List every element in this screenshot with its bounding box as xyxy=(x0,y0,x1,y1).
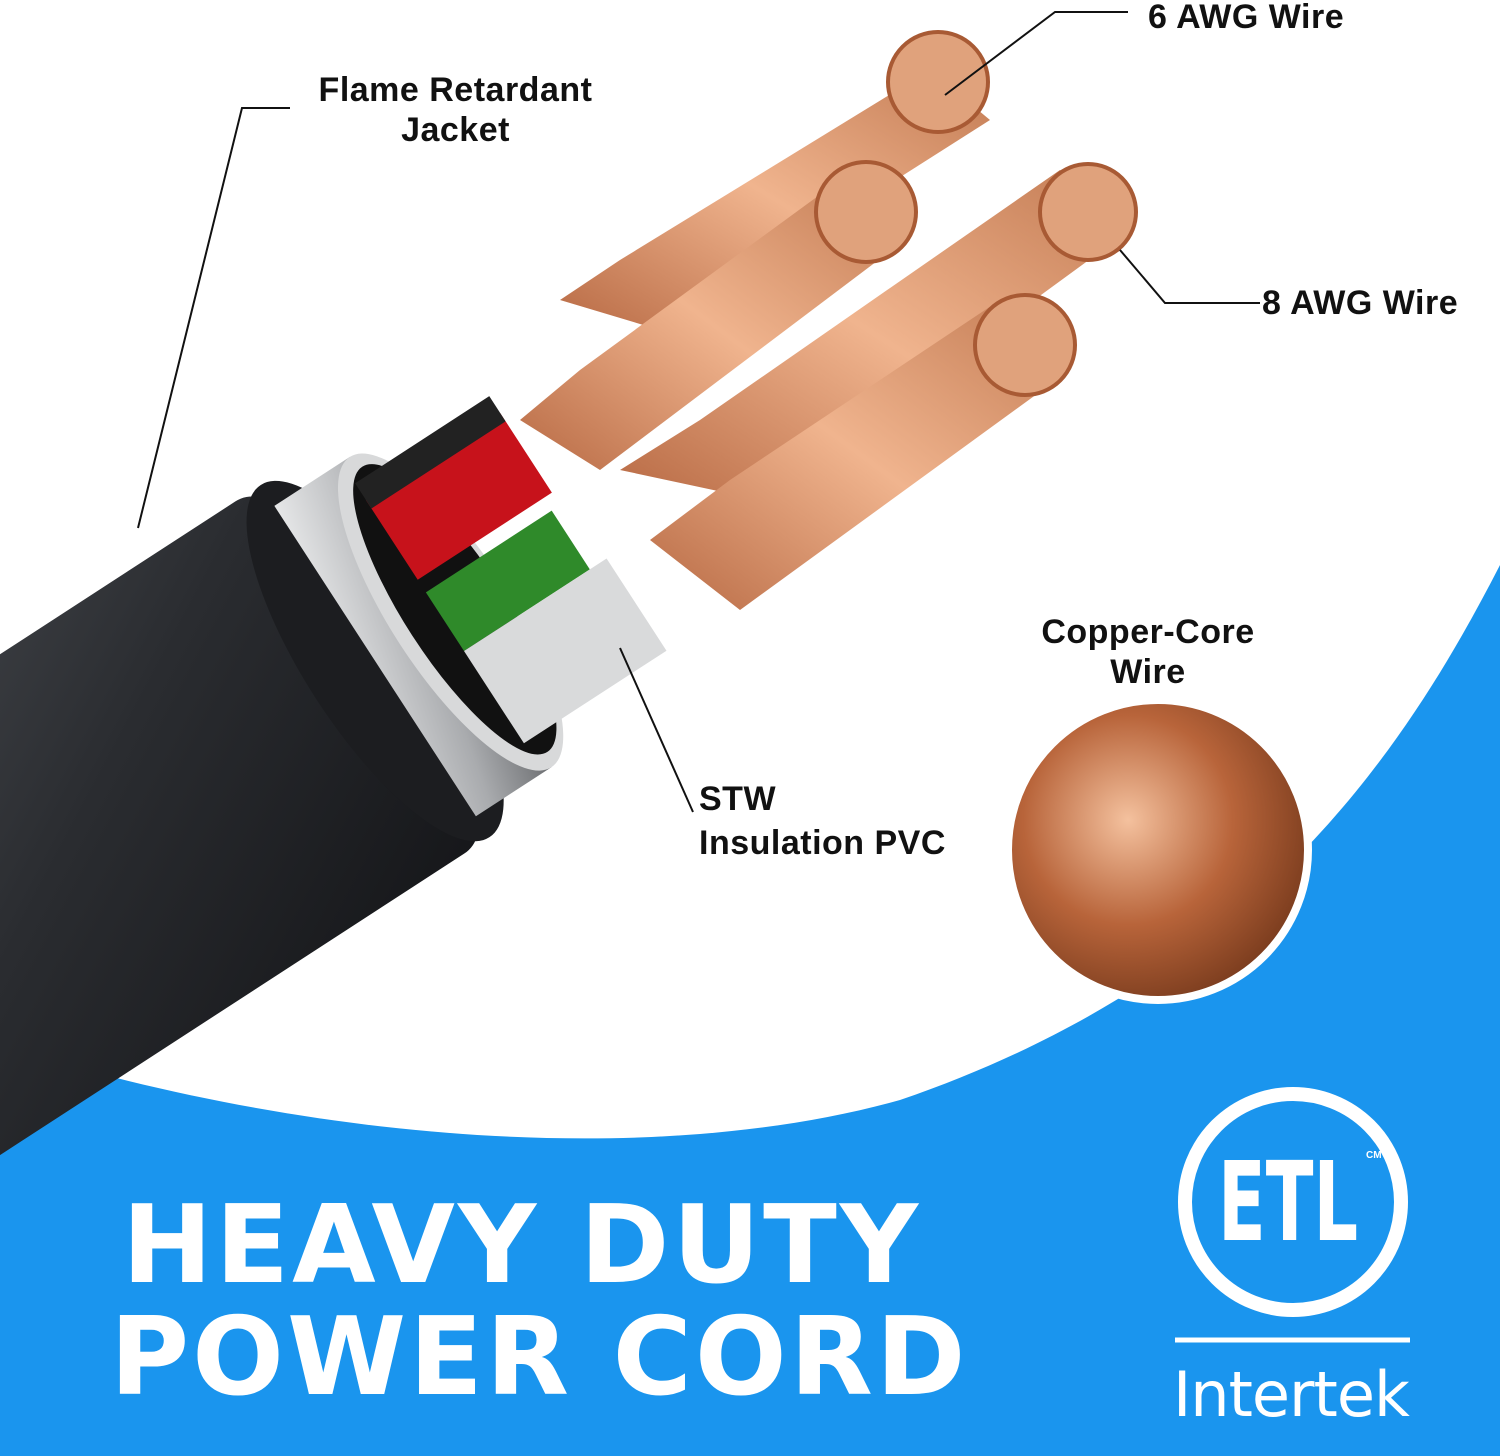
copper-core-inset xyxy=(1004,696,1312,1004)
headline: HEAVY DUTY POWER CORD xyxy=(110,1190,969,1414)
label-8-awg-wire: 8 AWG Wire xyxy=(1262,284,1459,322)
label-stw-insulation: STW Insulation PVC xyxy=(699,777,946,865)
label-line: STW xyxy=(699,780,777,818)
etl-logo xyxy=(1175,1087,1410,1343)
label-line: Flame Retardant xyxy=(318,71,593,109)
label-line: Insulation PVC xyxy=(699,824,946,862)
label-6-awg-wire: 6 AWG Wire xyxy=(1148,0,1345,36)
label-flame-retardant-jacket: Flame Retardant Jacket xyxy=(303,70,608,150)
etl-letters: ETL xyxy=(1218,1138,1358,1266)
cable-jacket xyxy=(0,396,667,1240)
copper-strands xyxy=(520,30,1138,610)
label-line: Jacket xyxy=(401,111,510,149)
label-line: Copper-Core xyxy=(1041,613,1255,651)
cm-mark: CM xyxy=(1366,1150,1382,1161)
intertek-brand: Intertek xyxy=(1173,1358,1410,1431)
headline-line-1: HEAVY DUTY xyxy=(122,1183,922,1308)
leader-lines xyxy=(137,11,1260,813)
headline-line-2: POWER CORD xyxy=(110,1295,969,1420)
label-copper-core-wire: Copper-Core Wire xyxy=(1028,612,1268,692)
label-line: Wire xyxy=(1110,653,1186,691)
